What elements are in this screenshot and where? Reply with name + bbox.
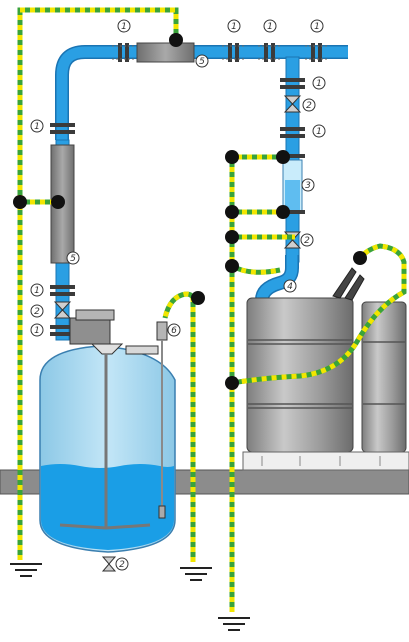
callout-hose-section: 5 bbox=[66, 251, 80, 265]
callouts: 1 1 1 1 5 1 2 1 3 2 4 1 5 1 2 1 6 2 bbox=[30, 19, 326, 571]
callout-flange-text: 1 bbox=[34, 286, 40, 296]
bonding-joint bbox=[225, 259, 239, 273]
bonding-joint bbox=[225, 205, 239, 219]
callout-flange: 1 bbox=[30, 323, 44, 337]
bonding-joints bbox=[13, 33, 367, 390]
callout-flange-text: 1 bbox=[316, 79, 322, 89]
callout-sight-glass-text: 3 bbox=[305, 181, 311, 191]
callout-hose-section: 5 bbox=[195, 54, 209, 68]
callout-hose-section-text: 5 bbox=[199, 57, 205, 67]
callout-flange: 1 bbox=[117, 19, 131, 33]
grounding-cable-stripe bbox=[17, 7, 179, 560]
callout-valve: 2 bbox=[30, 304, 44, 318]
callout-valve-text: 2 bbox=[304, 236, 310, 246]
callout-flexible-hose-text: 4 bbox=[287, 282, 293, 292]
agitator bbox=[59, 309, 159, 530]
callout-flange: 1 bbox=[30, 283, 44, 297]
flanges bbox=[50, 43, 322, 336]
bonding-joint bbox=[169, 33, 183, 47]
callout-flange-text: 1 bbox=[231, 22, 237, 32]
bonding-joint bbox=[51, 195, 65, 209]
callout-valve-text: 2 bbox=[119, 560, 125, 570]
bonding-joint bbox=[191, 291, 205, 305]
callout-valve: 2 bbox=[302, 98, 316, 112]
bonding-joint bbox=[353, 251, 367, 265]
callout-flange-text: 1 bbox=[314, 22, 320, 32]
callout-dip-probe: 6 bbox=[167, 323, 181, 337]
callout-sight-glass: 3 bbox=[301, 178, 315, 192]
bonding-joint bbox=[225, 230, 239, 244]
callout-flange-text: 1 bbox=[316, 127, 322, 137]
hose-section-top bbox=[136, 42, 195, 63]
callout-flange: 1 bbox=[263, 19, 277, 33]
bonding-clamp-icon bbox=[332, 267, 365, 301]
callout-valve-text: 2 bbox=[306, 101, 312, 111]
callout-flange-text: 1 bbox=[121, 22, 127, 32]
callout-flange-text: 1 bbox=[34, 122, 40, 132]
callout-flange: 1 bbox=[312, 76, 326, 90]
bonding-joint bbox=[276, 150, 290, 164]
pallet bbox=[242, 451, 409, 471]
callout-flange-text: 1 bbox=[34, 326, 40, 336]
callout-flange: 1 bbox=[312, 124, 326, 138]
callout-flange: 1 bbox=[30, 119, 44, 133]
callout-hose-section-text: 5 bbox=[70, 254, 76, 264]
grounding-cable-stripe bbox=[231, 243, 407, 386]
callout-flange: 1 bbox=[310, 19, 324, 33]
callout-valve: 2 bbox=[300, 233, 314, 247]
callout-dip-probe-text: 6 bbox=[171, 326, 177, 336]
callout-flexible-hose: 4 bbox=[283, 279, 297, 293]
bonding-joint bbox=[225, 376, 239, 390]
bonding-joint bbox=[225, 150, 239, 164]
dip-probe bbox=[156, 321, 168, 519]
callout-flange: 1 bbox=[227, 19, 241, 33]
callout-valve-text: 2 bbox=[34, 307, 40, 317]
bonding-joint bbox=[13, 195, 27, 209]
bonding-joint bbox=[276, 205, 290, 219]
callout-valve: 2 bbox=[115, 557, 129, 571]
ground-symbol-icons bbox=[10, 563, 250, 631]
callout-flange-text: 1 bbox=[267, 22, 273, 32]
